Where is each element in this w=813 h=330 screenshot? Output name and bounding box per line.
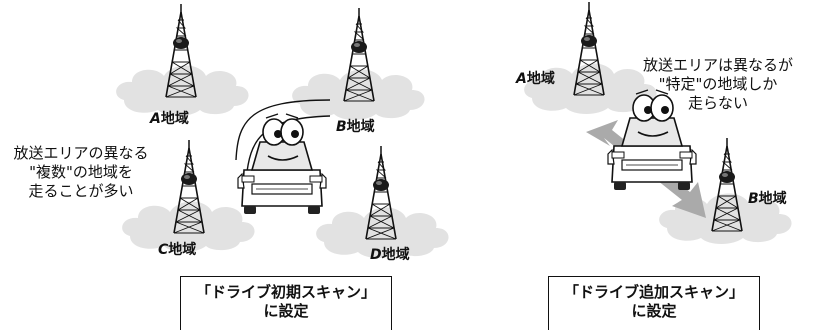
caption-line: 走らない — [687, 94, 748, 112]
region-label-a: A地域 — [150, 111, 189, 127]
region-label-a: A地域 — [516, 71, 555, 87]
region-label-c: C地域 — [158, 242, 197, 258]
scan-setting-title: 「ドライブ初期スキャン」 — [195, 283, 376, 301]
left-scene — [116, 3, 449, 258]
scan-setting-subtitle: に設定 — [263, 302, 309, 320]
caption-line: "特定"の地域しか — [658, 75, 778, 93]
caption-line: "複数"の地域を — [29, 163, 133, 181]
scan-setting-box: 「ドライブ追加スキャン」 に設定 — [548, 276, 760, 330]
caption-line: 放送エリアは異なるが — [642, 56, 793, 74]
right-scene — [524, 1, 792, 244]
right-caption: 放送エリアは異なるが "特定"の地域しか 走らない — [628, 56, 808, 113]
car-icon — [237, 113, 327, 215]
scan-setting-title: 「ドライブ追加スキャン」 — [563, 283, 744, 301]
region-label-b: B地域 — [336, 119, 375, 135]
road-line — [235, 99, 331, 161]
caption-line: 放送エリアの異なる — [13, 144, 149, 162]
region-label-d: D地域 — [370, 247, 410, 263]
caption-line: 走ることが多い — [28, 182, 134, 200]
region-label-b: B地域 — [748, 191, 787, 207]
scan-setting-box: 「ドライブ初期スキャン」 に設定 — [180, 276, 392, 330]
scene-graphics — [116, 1, 792, 258]
left-caption: 放送エリアの異なる "複数"の地域を 走ることが多い — [6, 144, 156, 201]
scan-setting-subtitle: に設定 — [631, 302, 677, 320]
illustration: A地域 B地域 C地域 D地域 放送エリアの異なる "複数"の地域を 走ることが… — [6, 1, 808, 330]
